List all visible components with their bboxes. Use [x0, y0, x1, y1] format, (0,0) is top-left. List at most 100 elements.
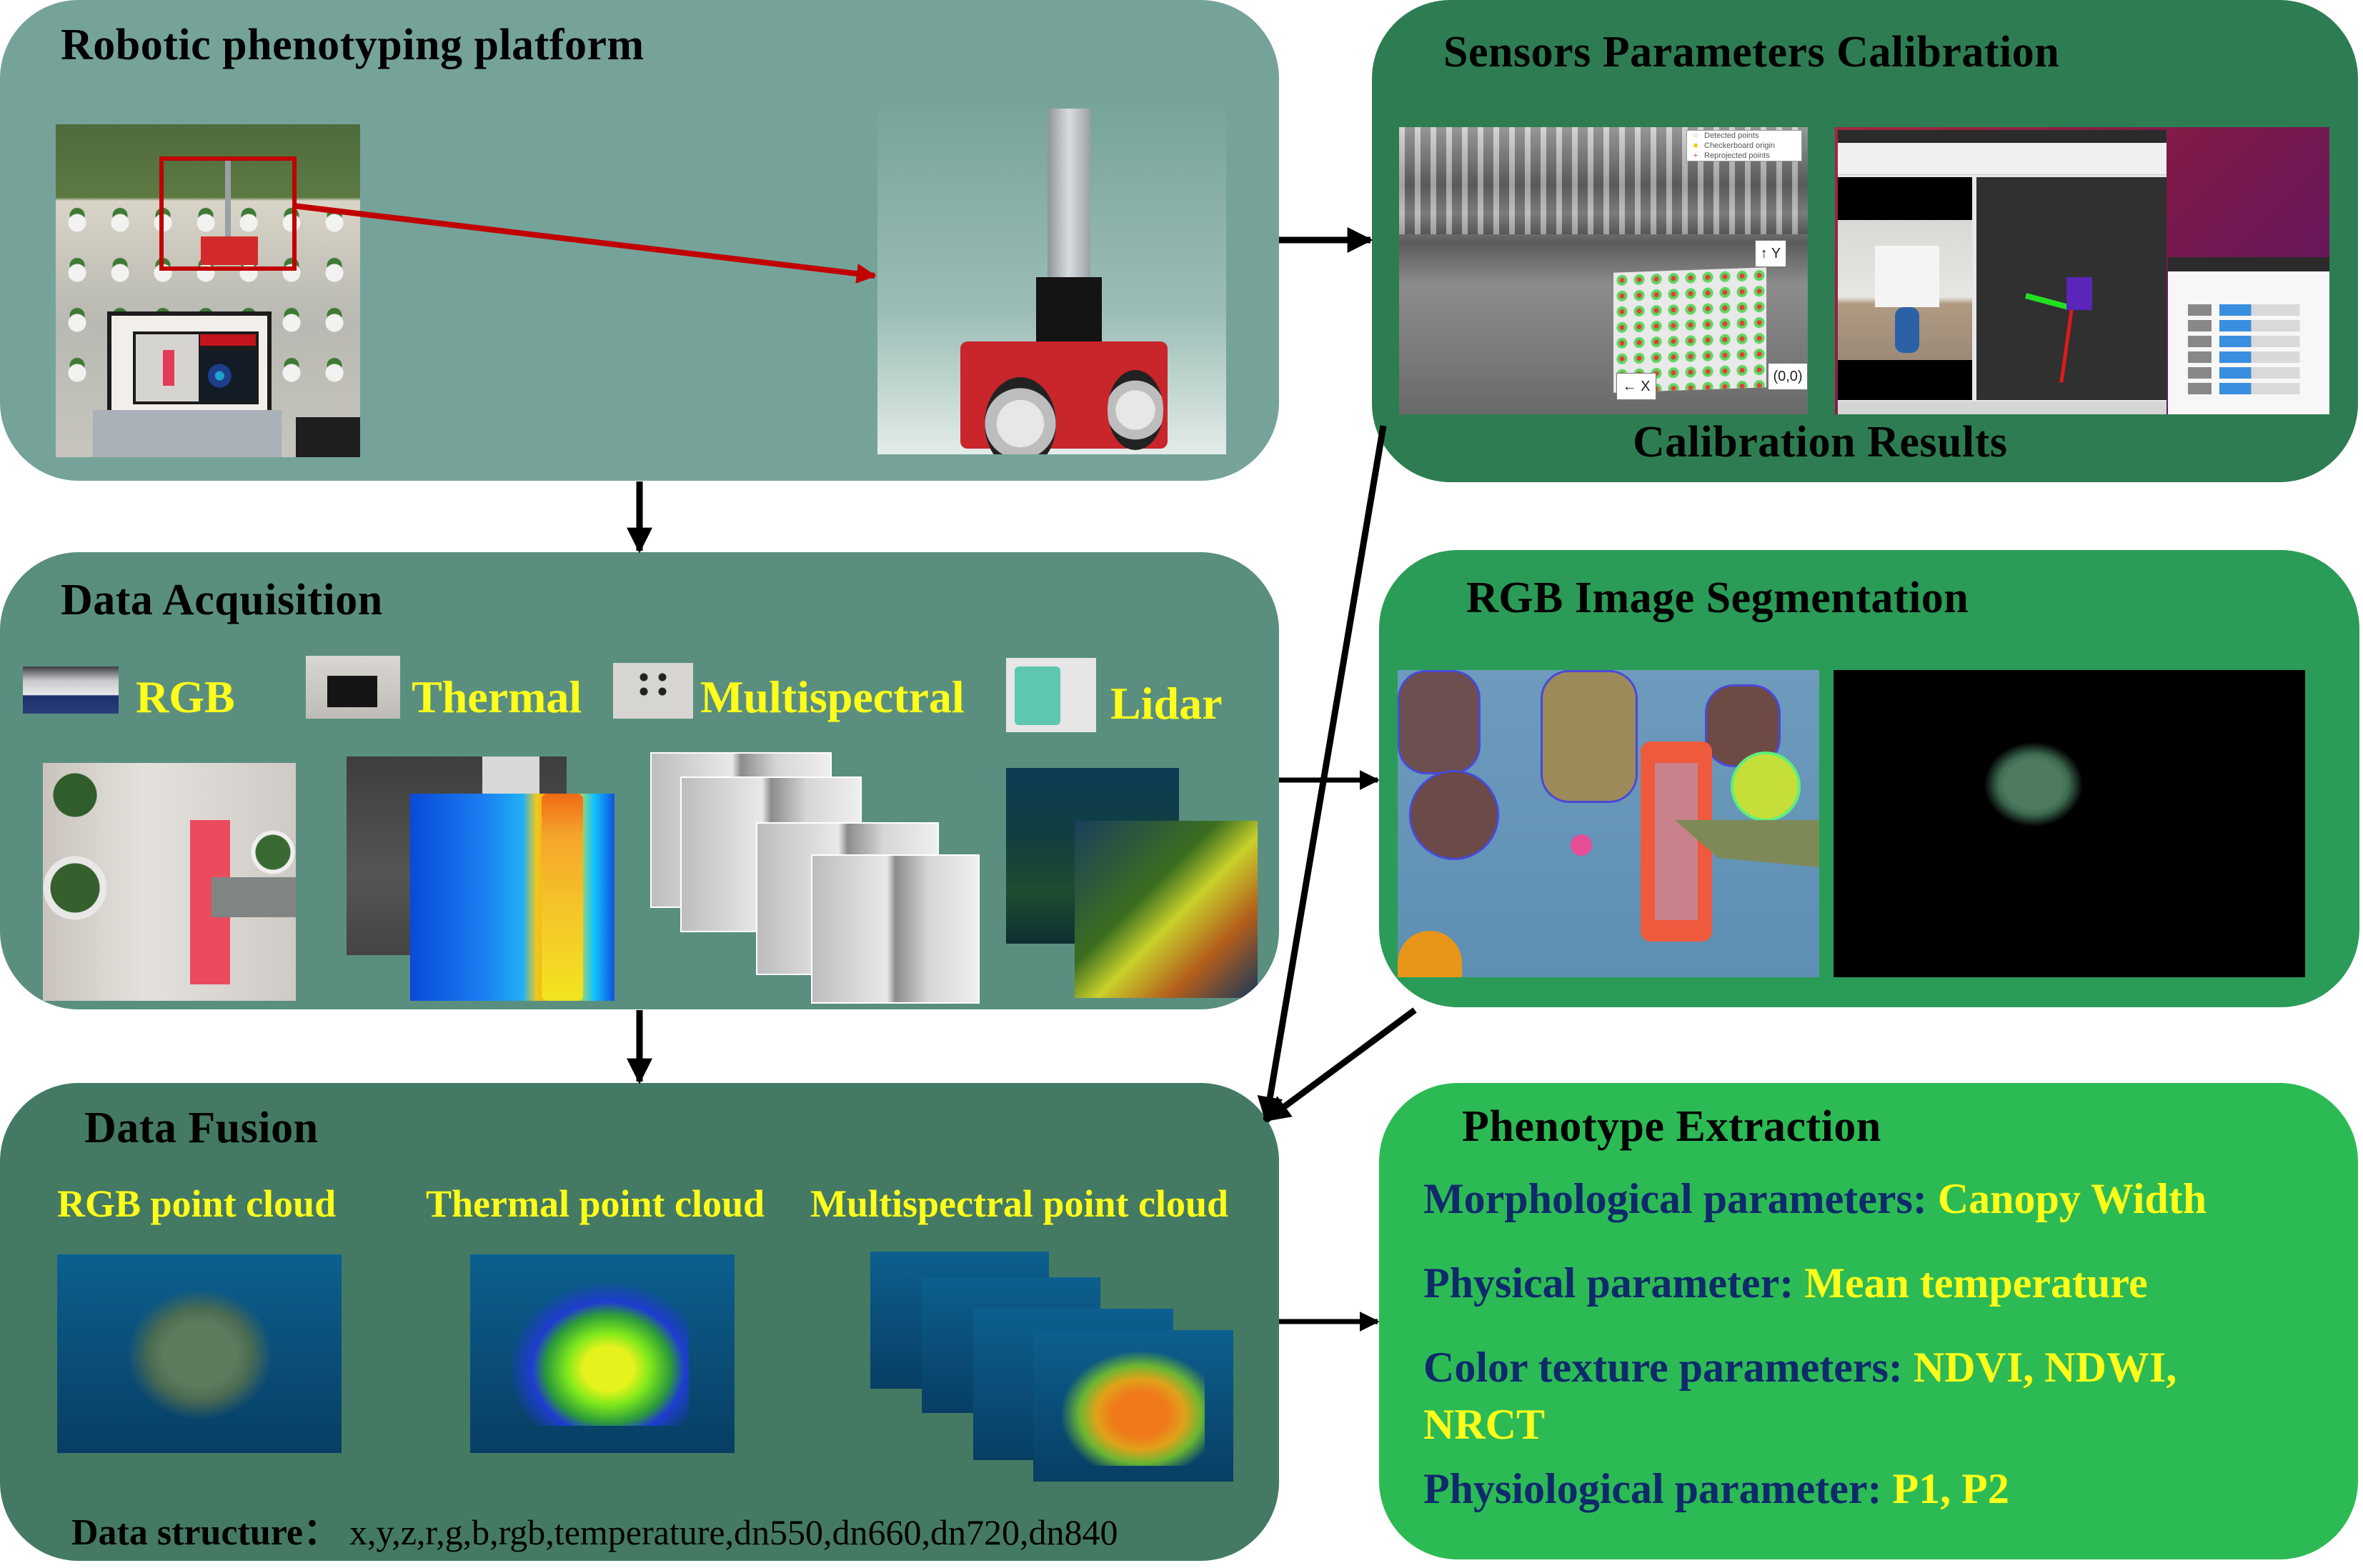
laptop-keyboard: [93, 410, 282, 457]
camera-image: [1838, 220, 1972, 360]
rviz-3d-view: [1976, 177, 2167, 400]
segment-plant: [1398, 670, 1481, 774]
phenotype-row-morphological: Morphological parameters: Canopy Width: [1423, 1174, 2207, 1224]
yellow-square-icon: ■: [1693, 141, 1698, 150]
slider-x-max[interactable]: [2188, 320, 2319, 331]
origin-tag: (0,0): [1768, 363, 1808, 390]
multispectral-cloud-band-4: [1033, 1330, 1233, 1482]
panel-title: Sensors Parameters Calibration: [1443, 28, 2060, 76]
thermal-camera-icon: [306, 656, 400, 719]
lidar-target-points: [2066, 277, 2092, 310]
phenotype-value: P1, P2: [1892, 1465, 2009, 1512]
sensor-arm: [212, 877, 296, 917]
slider-x-min[interactable]: [2188, 304, 2319, 316]
multispectral-cloud-points: [1062, 1352, 1205, 1466]
plant: [250, 820, 296, 884]
sensor-label-rgb: RGB: [136, 671, 235, 722]
phenotype-value: NDVI, NDWI,: [1913, 1344, 2177, 1391]
panel-phenotype-extraction: Phenotype Extraction Morphological param…: [1379, 1083, 2358, 1559]
panel-data-acquisition: Data Acquisition RGB Thermal Multispectr…: [0, 552, 1279, 1009]
data-structure-line: Data structure： x,y,z,r,g,b,rgb,temperat…: [71, 1502, 1118, 1555]
arrow-segmentation-to-fusion: [1264, 1007, 1417, 1123]
slider-z-max[interactable]: [2188, 383, 2319, 394]
sensor-label-lidar: Lidar: [1110, 678, 1223, 729]
rviz-titlebar: [1838, 130, 2167, 143]
thermal-cloud-points: [510, 1283, 689, 1426]
rgb-cloud-points: [129, 1290, 272, 1419]
robot-highlight-box: [159, 156, 297, 271]
red-plus-icon: +: [1693, 151, 1698, 160]
legend-item-detected: ○ Detected points: [1687, 131, 1801, 141]
rgb-top-view-image: [43, 763, 296, 1001]
data-structure-label: Data structure：: [71, 1512, 340, 1553]
phenotype-row-physiological: Physiological parameter: P1, P2: [1423, 1464, 2009, 1514]
calibration-board: [1875, 246, 1939, 307]
segment-pot: [1409, 770, 1499, 860]
reconfigure-window: [2168, 257, 2329, 414]
robot-thermal-signature: [542, 794, 583, 1001]
slider-y-max[interactable]: [2188, 351, 2319, 363]
rviz-calibration-screenshot: [1835, 127, 2329, 414]
phenotype-row-color-texture-cont: NRCT: [1423, 1400, 1545, 1449]
segment-pot-highlight: [1731, 751, 1801, 822]
multispectral-camera-icon: [613, 663, 693, 719]
phenotype-row-physical: Physical parameter: Mean temperature: [1423, 1259, 2148, 1308]
slider-z-min[interactable]: [2188, 367, 2319, 379]
panel-title: Data Acquisition: [61, 576, 383, 624]
robot-mast-small: [225, 161, 231, 239]
laptop-rgb-view: [136, 334, 199, 401]
lidar-scan-2: [1075, 821, 1258, 998]
phenotype-list: Morphological parameters: Canopy Width P…: [1423, 1174, 2352, 1546]
arrow-calibration-to-fusion: [1257, 425, 1387, 1123]
robot-mast: [1048, 109, 1090, 280]
laptop-red-bar: [200, 334, 256, 346]
rviz-image-panel: [1838, 177, 1972, 400]
y-axis-green: [2025, 293, 2069, 310]
rviz-time-bar: [1838, 401, 2167, 414]
thermal-point-cloud: [470, 1254, 735, 1453]
sensor-label-thermal: Thermal: [412, 671, 582, 722]
segment-plant: [1541, 670, 1638, 803]
data-structure-fields: x,y,z,r,g,b,rgb,temperature,dn550,dn660,…: [349, 1512, 1118, 1552]
segmented-rgb-image: [1398, 670, 1819, 977]
laptop-app-window: [133, 331, 259, 404]
panel-title: Robotic phenotyping platform: [61, 21, 645, 69]
multispectral-band-4: [811, 854, 980, 1004]
calibration-legend: ○ Detected points ■ Checkerboard origin …: [1686, 130, 1802, 161]
phenotype-label: Physical parameter:: [1423, 1259, 1794, 1307]
phenotype-value: NRCT: [1423, 1401, 1546, 1448]
legend-label: Reprojected points: [1704, 151, 1770, 160]
segment-orange: [1398, 931, 1462, 977]
laptop-screen: [107, 311, 272, 420]
board-stand: [1895, 307, 1919, 353]
legend-label: Detected points: [1704, 131, 1759, 140]
lidar-window: [1015, 666, 1060, 725]
cloud-label-multispectral: Multispectral point cloud: [810, 1182, 1229, 1225]
x-axis-red: [2059, 304, 2074, 383]
cloud-label-rgb: RGB point cloud: [57, 1182, 337, 1225]
dark-box: [296, 417, 360, 457]
thermal-calibration-image: ○ Detected points ■ Checkerboard origin …: [1399, 127, 1808, 414]
phenotype-label: Morphological parameters:: [1423, 1175, 1927, 1222]
reconfigure-sliders: [2182, 300, 2325, 399]
rviz-window: [1838, 130, 2167, 414]
robot-render: [877, 99, 1226, 454]
reconfigure-titlebar: [2168, 257, 2329, 271]
rgb-camera-icon: [23, 666, 119, 714]
green-circle-icon: ○: [1693, 131, 1698, 140]
slider-y-min[interactable]: [2188, 336, 2319, 347]
thermal-lens: [327, 676, 377, 707]
extracted-plant: [1984, 741, 2084, 827]
legend-item-reprojected: + Reprojected points: [1687, 151, 1801, 161]
legend-label: Checkerboard origin: [1704, 141, 1776, 150]
greenhouse-field-photo: [56, 124, 360, 457]
multispectral-lenses: [635, 670, 672, 699]
phenotype-value: Canopy Width: [1937, 1175, 2207, 1222]
plant: [43, 763, 107, 827]
phenotype-label: Physiological parameter:: [1423, 1465, 1882, 1512]
cloud-label-thermal: Thermal point cloud: [426, 1182, 765, 1225]
rgb-point-cloud: [57, 1254, 342, 1453]
laptop-robot-mark: [163, 350, 174, 386]
robot-sensor-head: [1036, 277, 1102, 349]
phenotype-value: Mean temperature: [1804, 1259, 2148, 1307]
